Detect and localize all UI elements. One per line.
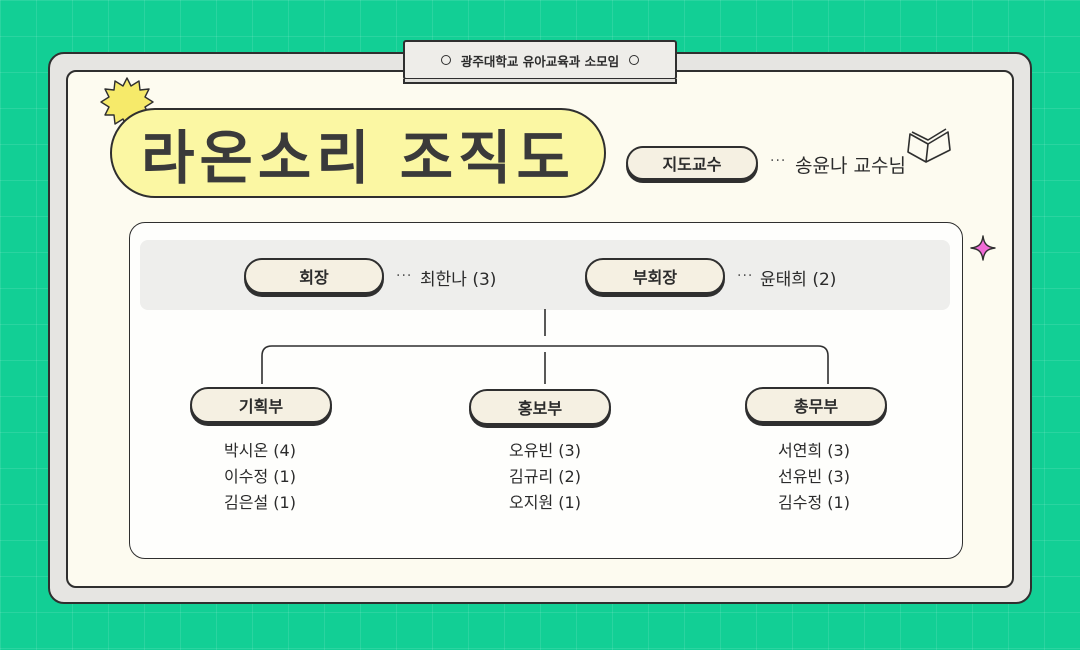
advisor-dots: ··· (770, 153, 787, 169)
member-item: 이수정 (1) (224, 467, 296, 486)
advisor-name: 송윤나 교수님 (795, 155, 906, 177)
member-item: 오유빈 (3) (509, 441, 581, 460)
dept-members-planning: 박시온 (4) 이수정 (1) 김은설 (1) (190, 438, 330, 516)
title-pill: 라온소리 조직도 (110, 108, 606, 198)
dept-pill-general-affairs: 총무부 (745, 387, 887, 423)
dept-members-promotion: 오유빈 (3) 김규리 (2) 오지원 (1) (475, 438, 615, 516)
member-item: 선유빈 (3) (778, 467, 850, 486)
dept-name: 기획부 (238, 397, 284, 416)
sparkle-icon (970, 235, 996, 261)
leader-dots: ··· (737, 268, 754, 284)
header-tab-text: 광주대학교 유아교육과 소모임 (460, 53, 620, 69)
dept-pill-planning: 기획부 (190, 387, 332, 423)
dept-name: 총무부 (793, 397, 839, 416)
leader-role-pill-president: 회장 (244, 258, 384, 294)
member-item: 오지원 (1) (509, 493, 581, 512)
member-item: 서연희 (3) (778, 441, 850, 460)
tab-right-circle (629, 55, 640, 65)
leader-name-president: 최한나 (3) (420, 270, 497, 290)
member-item: 김수정 (1) (778, 493, 850, 512)
leader-dots: ··· (396, 268, 413, 284)
leader-role-label: 회장 (299, 268, 329, 287)
leader-role-pill-vice-president: 부회장 (585, 258, 725, 294)
member-item: 김은설 (1) (224, 493, 296, 512)
dept-pill-promotion: 홍보부 (469, 389, 611, 425)
member-item: 박시온 (4) (224, 441, 296, 460)
tab-left-circle (440, 55, 451, 65)
dept-members-general-affairs: 서연희 (3) 선유빈 (3) 김수정 (1) (744, 438, 884, 516)
advisor-role-pill: 지도교수 (626, 146, 758, 180)
dept-name: 홍보부 (517, 399, 563, 418)
advisor-role-label: 지도교수 (662, 155, 722, 174)
page-title: 라온소리 조직도 (141, 124, 575, 192)
header-tab: 광주대학교 유아교육과 소모임 (403, 40, 677, 84)
leader-name-vice-president: 윤태희 (2) (760, 270, 837, 290)
leader-role-label: 부회장 (632, 268, 678, 287)
member-item: 김규리 (2) (509, 467, 581, 486)
book-icon (907, 128, 951, 163)
